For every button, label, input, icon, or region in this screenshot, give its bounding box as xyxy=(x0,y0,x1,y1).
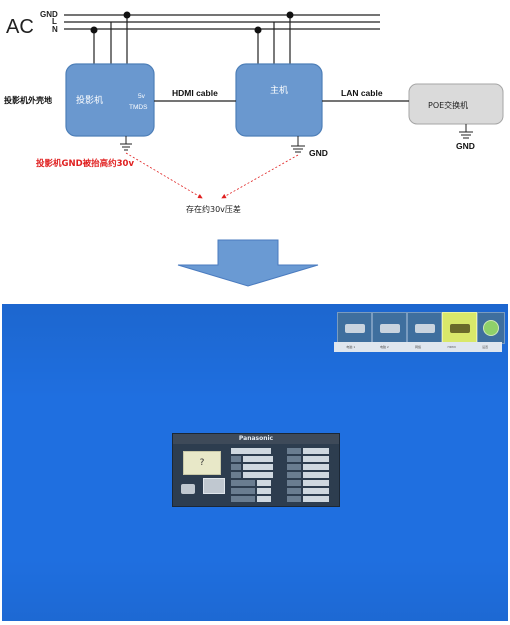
toolbar-button-pc1[interactable] xyxy=(337,312,372,344)
hdmi-icon xyxy=(449,323,470,333)
laptop-icon xyxy=(203,478,225,494)
toolbar-label: 设置 xyxy=(482,345,489,349)
panel-row xyxy=(231,472,283,478)
panel-row xyxy=(287,472,335,478)
panel-row xyxy=(287,464,335,470)
red-arrow-left xyxy=(125,152,203,199)
question-box: ? xyxy=(183,451,221,475)
hdmi-label: HDMI cable xyxy=(172,88,218,98)
projector-label: 投影机 xyxy=(76,94,103,106)
poe-box xyxy=(408,83,504,125)
host-label: 主机 xyxy=(270,84,288,96)
poe-label: POE交换机 xyxy=(428,100,468,110)
ac-label: AC xyxy=(6,16,34,38)
vga-icon xyxy=(344,323,365,333)
toolbar-button-settings[interactable] xyxy=(477,312,505,344)
toolbar-label: 电脑 2 xyxy=(379,345,389,349)
bus-label-gnd: GND xyxy=(40,10,58,19)
bus-label-l: L xyxy=(52,17,57,26)
panel-row xyxy=(231,480,283,486)
projector-sub1: 5v xyxy=(138,93,146,100)
host-box xyxy=(235,63,323,137)
projected-screen: 电脑 1 电脑 2 网络 HDMI 设置 Panasonic ? xyxy=(2,304,508,621)
settings-icon xyxy=(483,320,499,336)
panel-row xyxy=(231,464,283,470)
toolbar-label: 网络 xyxy=(414,345,421,349)
junction-dot xyxy=(123,11,131,19)
poe-gnd-label: GND xyxy=(456,141,475,151)
panel-row xyxy=(231,456,283,462)
bus-label-n: N xyxy=(52,25,58,34)
junction-dot xyxy=(254,26,262,34)
toolbar-labels: 电脑 1 电脑 2 网络 HDMI 设置 xyxy=(334,342,502,352)
red-arrow-right xyxy=(221,154,299,199)
no-signal-area: ? xyxy=(179,448,225,502)
voltage-diff-label: 存在约30v压差 xyxy=(186,204,241,214)
vga-icon xyxy=(379,323,400,333)
panel-column-mid xyxy=(231,448,283,504)
panel-row xyxy=(231,496,283,502)
lan-label: LAN cable xyxy=(341,88,383,98)
panel-row xyxy=(287,456,335,462)
projector-sub2: TMDS xyxy=(129,104,148,111)
toolbar-button-hdmi[interactable] xyxy=(442,312,477,344)
toolbar-button-network[interactable] xyxy=(407,312,442,344)
down-arrow xyxy=(177,239,319,287)
panel-row xyxy=(287,496,335,502)
junction-dot xyxy=(90,26,98,34)
panel-row xyxy=(287,488,335,494)
toolbar-button-pc2[interactable] xyxy=(372,312,407,344)
panel-row xyxy=(287,480,335,486)
host-gnd-label: GND xyxy=(309,148,328,158)
panasonic-panel: Panasonic ? xyxy=(172,433,340,507)
wiring-diagram: AC GND L N 投影机 5v TMDS 主机 POE交换机 HDMI ca… xyxy=(4,10,504,287)
panel-row xyxy=(231,448,283,454)
panel-row xyxy=(287,448,335,454)
projector-icon xyxy=(181,484,195,494)
network-icon xyxy=(414,323,435,333)
shell-ground-label: 投影机外壳地 xyxy=(4,95,52,105)
panel-column-right xyxy=(287,448,335,504)
projector-box xyxy=(65,63,155,137)
panel-title: Panasonic xyxy=(173,434,339,444)
toolbar-label: HDMI xyxy=(447,345,456,349)
toolbar-label: 电脑 1 xyxy=(346,345,356,349)
junction-dot xyxy=(286,11,294,19)
gnd-raised-label: 投影机GND被抬高约30v xyxy=(36,158,134,169)
panel-row xyxy=(231,488,283,494)
